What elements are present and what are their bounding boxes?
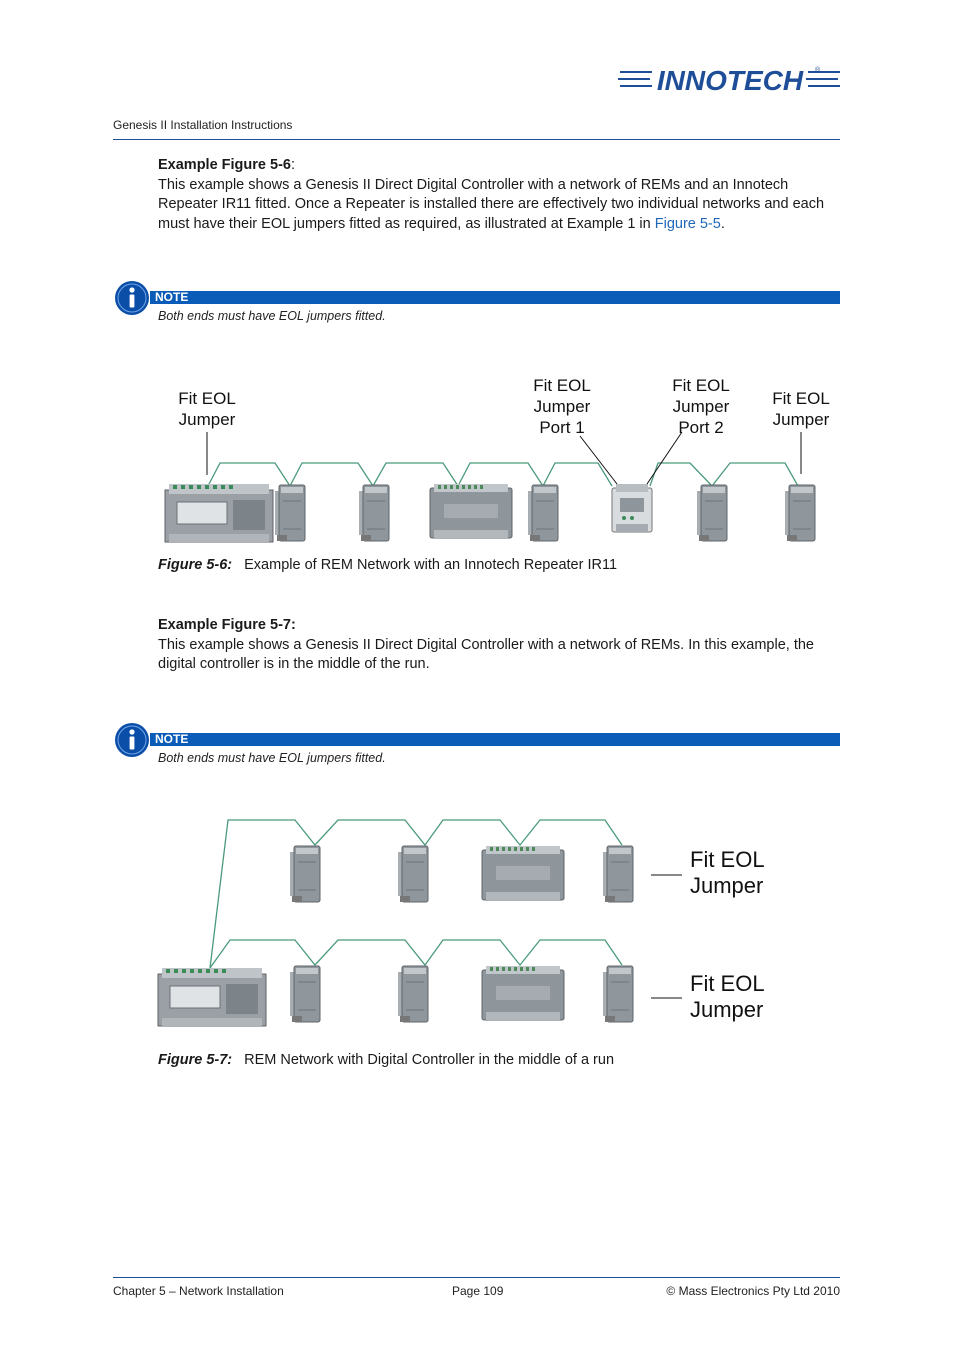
footer-page-number: Page 109 bbox=[452, 1284, 504, 1298]
figure-5-7-caption: Figure 5-7: REM Network with Digital Cont… bbox=[158, 1052, 614, 1068]
svg-text:INNOTECH: INNOTECH bbox=[657, 65, 804, 96]
info-icon bbox=[115, 281, 149, 315]
figure-5-7-diagram: Fit EOL Jumper Fit EOL Jumper bbox=[157, 819, 765, 1027]
note-bar bbox=[150, 733, 840, 746]
section1-paragraph: Example Figure 5-6: This example shows a… bbox=[158, 156, 840, 234]
innotech-logo: INNOTECH ® bbox=[618, 65, 840, 96]
note-bar bbox=[150, 291, 840, 304]
section2-paragraph: Example Figure 5-7: This example shows a… bbox=[158, 616, 840, 675]
eol-label-port2-line2: Jumper bbox=[673, 397, 730, 416]
eol-label-left-line2: Jumper bbox=[179, 410, 236, 429]
section1-body: This example shows a Genesis II Direct D… bbox=[158, 176, 825, 232]
eol-label-top-line1: Fit EOL bbox=[690, 847, 765, 872]
figure-5-6-caption: Figure 5-6: Example of REM Network with a… bbox=[158, 557, 617, 573]
eol-label-right-line1: Fit EOL bbox=[772, 389, 830, 408]
note-label: NOTE bbox=[155, 290, 189, 304]
section2-body: This example shows a Genesis II Direct D… bbox=[158, 636, 814, 673]
eol-label-bottom-line1: Fit EOL bbox=[690, 971, 765, 996]
svg-text:®: ® bbox=[815, 66, 821, 74]
footer-rule bbox=[113, 1277, 840, 1278]
footer-chapter: Chapter 5 – Network Installation bbox=[113, 1284, 284, 1298]
eol-label-port1-line3: Port 1 bbox=[539, 418, 584, 437]
section1-body-end: . bbox=[720, 215, 725, 232]
eol-label-right-line2: Jumper bbox=[773, 410, 830, 429]
caption-text: REM Network with Digital Controller in t… bbox=[244, 1052, 615, 1068]
eol-label-port1-line2: Jumper bbox=[534, 397, 591, 416]
caption-number: Figure 5-7: bbox=[158, 1052, 233, 1068]
eol-label-port2-line3: Port 2 bbox=[678, 418, 723, 437]
note-label: NOTE bbox=[155, 732, 189, 746]
note-text: Both ends must have EOL jumpers fitted. bbox=[158, 309, 386, 323]
eol-label-top-line2: Jumper bbox=[690, 873, 763, 898]
section1-heading: Example Figure 5-6 bbox=[158, 157, 291, 173]
header-rule bbox=[113, 139, 840, 140]
eol-label-port2-line1: Fit EOL bbox=[672, 376, 730, 395]
section2-heading: Example Figure 5-7: bbox=[158, 617, 296, 633]
caption-number: Figure 5-6: bbox=[158, 557, 233, 573]
figure-5-6-diagram: Fit EOL Jumper Fit EOL Jumper Port 1 Fit… bbox=[164, 376, 830, 543]
eol-label-bottom-line2: Jumper bbox=[690, 997, 763, 1022]
figure-5-5-link[interactable]: Figure 5-5 bbox=[654, 215, 721, 232]
eol-label-port1-line1: Fit EOL bbox=[533, 376, 591, 395]
footer-copyright: © Mass Electronics Pty Ltd 2010 bbox=[666, 1284, 840, 1298]
info-icon bbox=[115, 723, 149, 757]
note-text: Both ends must have EOL jumpers fitted. bbox=[158, 751, 386, 765]
caption-text: Example of REM Network with an Innotech … bbox=[244, 557, 618, 573]
section1-heading-suffix: : bbox=[290, 157, 295, 173]
eol-label-left-line1: Fit EOL bbox=[178, 389, 236, 408]
document-title: Genesis II Installation Instructions bbox=[113, 118, 293, 132]
